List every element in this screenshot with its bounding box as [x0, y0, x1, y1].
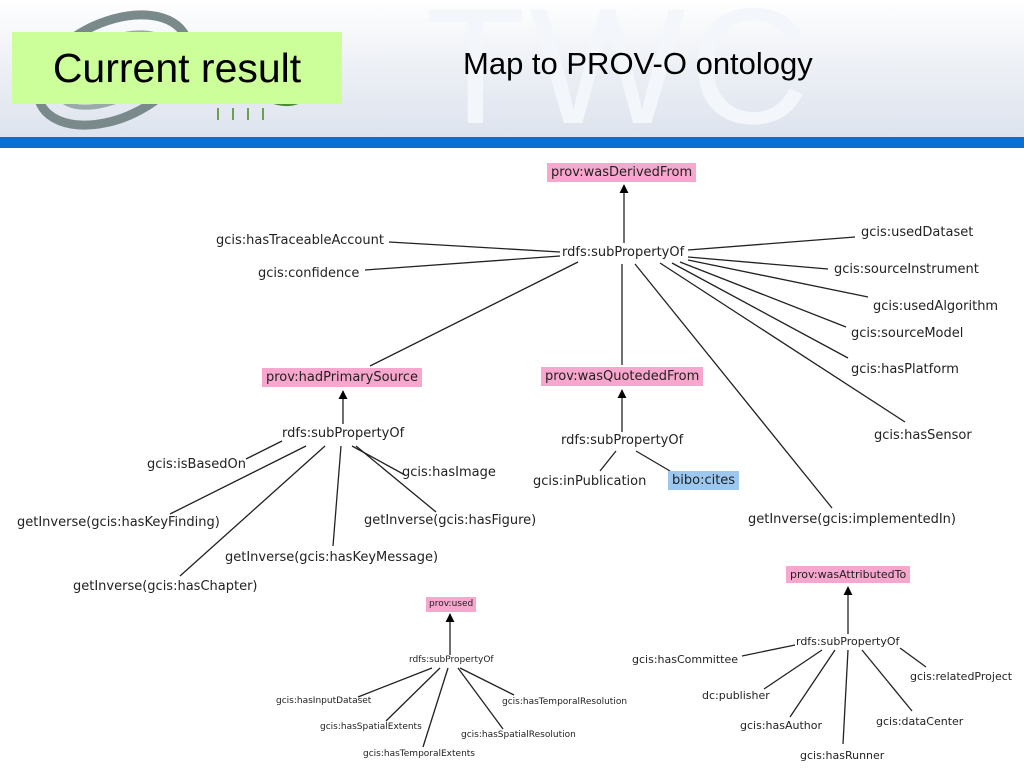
edge	[789, 649, 836, 718]
node-child: gcis:usedAlgorithm	[873, 299, 999, 314]
edge	[355, 445, 437, 513]
slide-header: TWC Current result Map to PROV-O ontolog…	[0, 0, 1024, 158]
node-child: gcis:usedDataset	[861, 225, 974, 240]
edge	[388, 241, 561, 253]
edge	[634, 263, 833, 509]
node-hadPrimarySource: prov:hadPrimarySource	[262, 368, 422, 387]
node-wasDerivedFrom: prov:wasDerivedFrom	[547, 163, 697, 182]
node-child: gcis:hasInputDataset	[276, 696, 372, 706]
node-child: gcis:relatedProject	[910, 670, 1013, 683]
edge	[687, 256, 829, 270]
edge	[457, 667, 504, 730]
node-child: dc:publisher	[702, 689, 770, 702]
node-subPropertyOf: rdfs:subPropertyOf	[796, 635, 900, 648]
edge	[351, 445, 406, 476]
node-child: getInverse(gcis:hasKeyMessage)	[225, 550, 439, 565]
node-child: gcis:isBasedOn	[147, 457, 246, 472]
edge	[635, 450, 671, 472]
node-child: gcis:hasRunner	[800, 749, 885, 762]
edge	[899, 647, 927, 668]
node-child: gcis:hasSensor	[874, 428, 972, 443]
node-child: getInverse(gcis:hasChapter)	[73, 579, 258, 594]
edge	[687, 259, 869, 298]
node-child: gcis:confidence	[258, 266, 360, 281]
edge	[385, 667, 441, 722]
edge	[245, 440, 283, 460]
edge	[861, 649, 913, 712]
node-used: prov:used	[426, 597, 477, 612]
edge	[369, 261, 579, 367]
watermark-text: TWC	[425, 0, 813, 158]
node-child: gcis:hasTraceableAccount	[216, 233, 384, 248]
node-child: gcis:inPublication	[533, 474, 647, 489]
node-child: gcis:hasTemporalResolution	[502, 697, 628, 707]
edge	[842, 649, 849, 745]
slide-title: Current result	[12, 32, 342, 104]
node-subPropertyOf: rdfs:subPropertyOf	[282, 426, 405, 441]
edge	[687, 236, 856, 251]
node-child: gcis:dataCenter	[876, 715, 964, 728]
node-subPropertyOf: rdfs:subPropertyOf	[562, 245, 685, 260]
node-child: getInverse(gcis:hasFigure)	[364, 513, 537, 528]
edge	[763, 649, 823, 690]
node-child: gcis:hasCommittee	[632, 653, 739, 666]
node-child: gcis:hasTemporalExtents	[363, 749, 475, 759]
edge	[741, 644, 796, 657]
slide-subtitle: Map to PROV-O ontology	[463, 46, 813, 81]
edge	[169, 445, 307, 515]
node-bibo-cites: bibo:cites	[668, 471, 740, 490]
node-child: getInverse(gcis:implementedIn)	[748, 512, 956, 527]
edge	[332, 445, 342, 547]
node-child: gcis:hasImage	[402, 465, 496, 480]
edge	[179, 445, 326, 577]
edge	[671, 262, 849, 359]
node-child: gcis:hasSpatialExtents	[320, 722, 422, 732]
node-child: gcis:hasAuthor	[740, 719, 823, 732]
edge	[659, 262, 906, 423]
node-wasQuotededFrom: prov:wasQuotededFrom	[541, 367, 704, 386]
node-child: gcis:sourceModel	[851, 326, 964, 341]
edge	[422, 667, 449, 748]
node-child: gcis:hasSpatialResolution	[461, 730, 576, 740]
edge	[364, 255, 561, 271]
edge	[357, 667, 433, 698]
node-child: gcis:hasPlatform	[851, 362, 959, 377]
node-child: getInverse(gcis:hasKeyFinding)	[17, 515, 220, 530]
edge	[679, 261, 847, 328]
header-divider-bar	[0, 137, 1024, 148]
edge	[459, 667, 515, 696]
node-subPropertyOf: rdfs:subPropertyOf	[561, 433, 684, 448]
edge	[599, 450, 617, 472]
node-subPropertyOf: rdfs:subPropertyOf	[409, 655, 494, 665]
node-wasAttributedTo: prov:wasAttributedTo	[786, 566, 911, 583]
node-child: gcis:sourceInstrument	[834, 262, 979, 277]
